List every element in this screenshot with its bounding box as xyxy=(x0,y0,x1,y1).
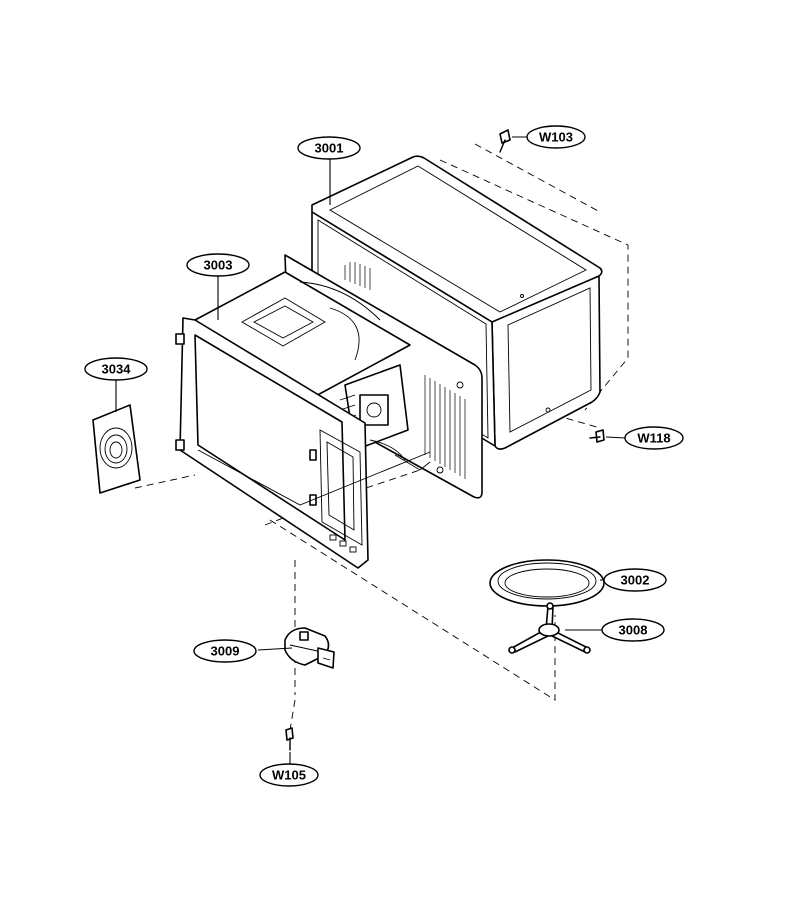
callout-3008: 3008 xyxy=(601,618,665,642)
callout-3008-label: 3008 xyxy=(619,623,648,638)
callout-3003-label: 3003 xyxy=(204,258,233,273)
callout-w103-label: W103 xyxy=(539,130,573,145)
turntable-motor xyxy=(284,627,335,669)
callout-w118-label: W118 xyxy=(637,431,670,446)
callout-3034: 3034 xyxy=(84,357,148,381)
callout-3009-label: 3009 xyxy=(211,644,240,659)
callout-w118: W118 xyxy=(624,426,684,450)
glass-tray xyxy=(489,559,605,607)
callout-3034-label: 3034 xyxy=(102,362,132,377)
waveguide-cover-plate xyxy=(92,404,141,494)
callout-3002: 3002 xyxy=(603,568,667,592)
screw-w105 xyxy=(285,727,294,751)
callout-3002-label: 3002 xyxy=(621,573,650,588)
callout-w105-label: W105 xyxy=(272,768,306,783)
leader-lines xyxy=(115,136,627,765)
callout-3009: 3009 xyxy=(193,639,257,663)
callout-3001: 3001 xyxy=(297,136,361,160)
screw-w118 xyxy=(589,429,605,443)
screw-w103 xyxy=(499,129,511,153)
callout-3001-label: 3001 xyxy=(315,141,344,156)
callout-w103: W103 xyxy=(526,125,586,149)
inner-cavity-assembly xyxy=(175,254,483,569)
callout-w105: W105 xyxy=(259,763,319,787)
callout-3003: 3003 xyxy=(186,253,250,277)
roller-guide xyxy=(508,602,591,654)
alignment-guides xyxy=(134,143,629,731)
